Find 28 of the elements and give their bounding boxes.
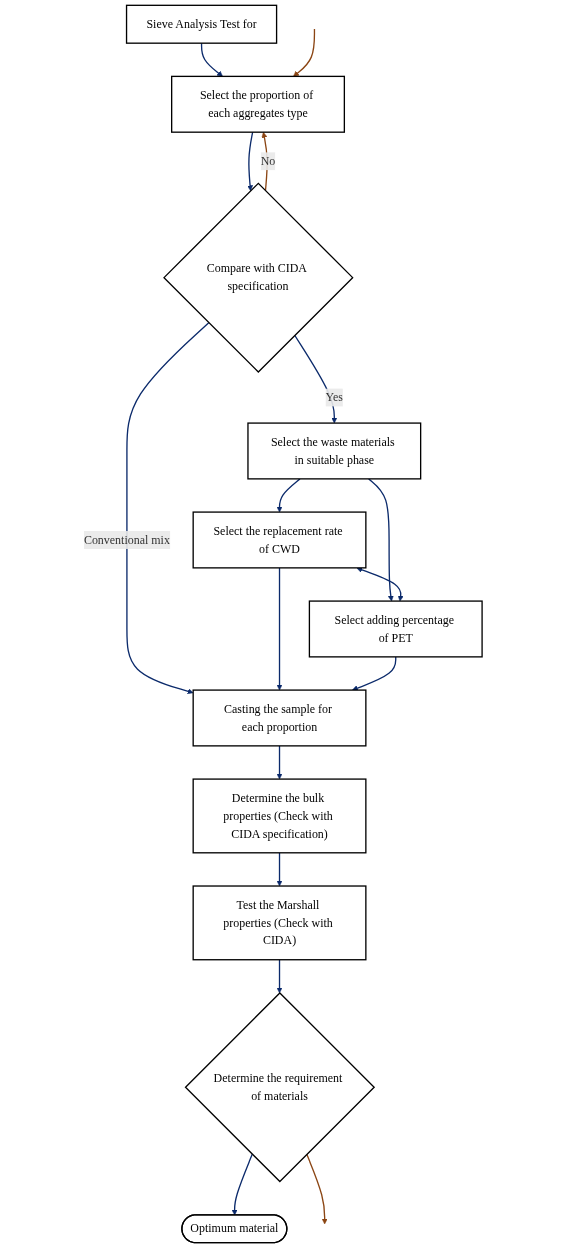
node-box: Sieve Analysis Test for xyxy=(125,4,278,44)
arrow xyxy=(294,334,338,424)
arrow xyxy=(200,42,223,77)
arrow xyxy=(356,567,404,602)
edge-label: No xyxy=(260,154,276,168)
node-box: Select the replacement rate of CWD xyxy=(192,511,367,569)
arrow xyxy=(247,131,254,192)
node-box: Select the waste materials in suitable phase xyxy=(247,422,422,480)
node-diamond: Determine the requirement of materials xyxy=(184,992,376,1183)
arrow xyxy=(306,1153,328,1225)
node-diamond: Compare with CIDA specification xyxy=(163,182,354,373)
arrow xyxy=(352,656,397,691)
edge-label: Yes xyxy=(325,390,344,404)
arrow xyxy=(126,322,210,695)
node-box: Select the proportion of each aggregates type xyxy=(171,75,345,133)
arrow xyxy=(276,852,283,887)
node-box: Casting the sample for each proportion xyxy=(192,689,367,747)
arrow xyxy=(276,478,301,513)
arrow xyxy=(276,959,283,994)
arrow xyxy=(293,28,316,77)
node-box: Select adding percentage of PET xyxy=(308,600,483,658)
arrow xyxy=(231,1153,253,1216)
arrow xyxy=(276,567,283,691)
edge-label: Conventional mix xyxy=(83,533,170,547)
arrow xyxy=(368,478,394,602)
arrow xyxy=(276,745,283,780)
node-box: Determine the bulk properties (Check with CIDA specification) xyxy=(192,778,367,854)
node-box: Test the Marshall properties (Check with CIDA) xyxy=(192,885,367,961)
